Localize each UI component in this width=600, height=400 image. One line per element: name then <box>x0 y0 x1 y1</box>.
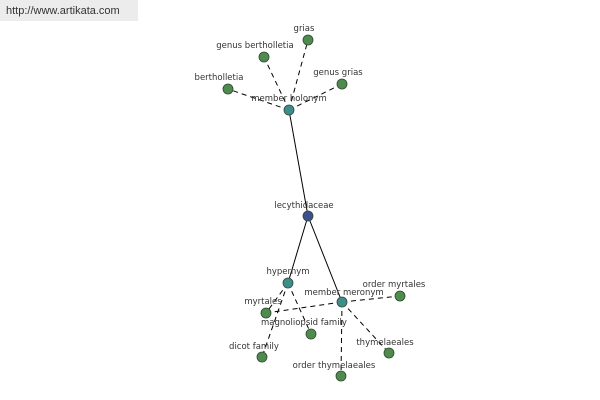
node-label-meronym[interactable]: member meronym <box>304 288 383 298</box>
node-label-holonym[interactable]: member holonym <box>251 94 326 104</box>
url-banner[interactable]: http://www.artikata.com <box>0 0 138 21</box>
node-holonym[interactable] <box>283 104 295 116</box>
edge-center-meronym <box>307 215 343 303</box>
node-thymelaeales[interactable] <box>383 347 395 359</box>
node-grias[interactable] <box>302 34 314 46</box>
node-label-order_thymelaeales[interactable]: order thymelaeales <box>293 361 376 371</box>
edge-meronym-thymelaeales <box>341 301 390 354</box>
edge-holonym-genus_grias <box>288 83 343 111</box>
nodes-layer <box>222 34 406 382</box>
node-magnoliopsid_family[interactable] <box>305 328 317 340</box>
node-genus_grias[interactable] <box>336 78 348 90</box>
node-label-dicot_family[interactable]: dicot family <box>229 342 279 352</box>
edge-hypernym-magnoliopsid_family <box>287 282 312 335</box>
edges-layer <box>227 39 401 377</box>
node-hypernym[interactable] <box>282 277 294 289</box>
node-genus_bertholletia[interactable] <box>258 51 270 63</box>
edge-meronym-order_thymelaeales <box>340 301 343 377</box>
node-label-hypernym[interactable]: hypernym <box>266 267 309 277</box>
node-meronym[interactable] <box>336 296 348 308</box>
edge-holonym-bertholletia <box>227 88 290 111</box>
node-label-genus_bertholletia[interactable]: genus bertholletia <box>216 41 293 51</box>
url-text[interactable]: http://www.artikata.com <box>6 4 120 17</box>
node-center[interactable] <box>302 210 314 222</box>
node-label-order_myrtales[interactable]: order myrtales <box>363 280 426 290</box>
edge-hypernym-myrtales <box>265 282 289 314</box>
edge-holonym-grias <box>288 39 309 111</box>
node-dicot_family[interactable] <box>256 351 268 363</box>
edge-meronym-order_myrtales <box>341 295 401 303</box>
node-label-myrtales[interactable]: myrtales <box>244 297 282 307</box>
edge-meronym-myrtales <box>265 301 343 314</box>
node-label-grias[interactable]: grias <box>294 24 315 34</box>
node-label-magnoliopsid_family[interactable]: magnoliopsid family <box>261 318 347 328</box>
node-label-bertholletia[interactable]: bertholletia <box>195 73 244 83</box>
node-label-center[interactable]: lecythidaceae <box>274 201 333 211</box>
node-label-thymelaeales[interactable]: thymelaeales <box>356 338 414 348</box>
edge-holonym-genus_bertholletia <box>263 56 290 111</box>
edge-center-hypernym <box>287 215 309 284</box>
node-myrtales[interactable] <box>260 307 272 319</box>
edge-center-holonym <box>288 109 309 217</box>
node-order_thymelaeales[interactable] <box>335 370 347 382</box>
node-bertholletia[interactable] <box>222 83 234 95</box>
node-order_myrtales[interactable] <box>394 290 406 302</box>
labels-layer: lecythidaceae member holonym hypernym membe… <box>195 24 426 371</box>
node-label-genus_grias[interactable]: genus grias <box>313 68 363 78</box>
edge-hypernym-dicot_family <box>261 282 289 358</box>
